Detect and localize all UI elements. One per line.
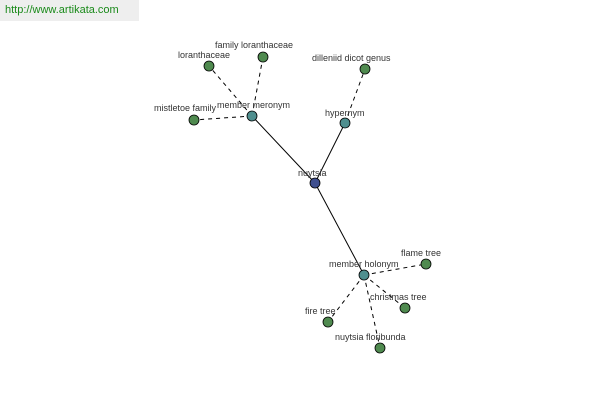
label-nuytsia: nuytsia bbox=[298, 168, 327, 178]
label-flame-tree: flame tree bbox=[401, 248, 441, 258]
edge-center-meronym bbox=[251, 115, 316, 184]
label-christmas-tree: christmas tree bbox=[370, 292, 427, 302]
node-dilleniid-dicot-genus[interactable] bbox=[359, 63, 371, 75]
node-christmas-tree[interactable] bbox=[399, 302, 411, 314]
node-flame-tree[interactable] bbox=[420, 258, 432, 270]
edge-holonym-fire-tree bbox=[327, 274, 365, 323]
edge-meronym-mistletoe-family bbox=[193, 115, 253, 121]
edge-meronym-family-loranthaceae bbox=[251, 56, 264, 117]
edge-meronym-loranthaceae bbox=[208, 65, 253, 117]
node-member-meronym[interactable] bbox=[246, 110, 258, 122]
node-nuytsia[interactable] bbox=[309, 177, 321, 189]
node-loranthaceae[interactable] bbox=[203, 60, 215, 72]
label-member-meronym: member meronym bbox=[217, 100, 290, 110]
label-dilleniid-dicot-genus: dilleniid dicot genus bbox=[312, 53, 391, 63]
node-mistletoe-family[interactable] bbox=[188, 114, 200, 126]
label-loranthaceae: loranthaceae bbox=[178, 50, 230, 60]
node-nuytsia-floribunda[interactable] bbox=[374, 342, 386, 354]
edge-holonym-flame-tree bbox=[363, 263, 427, 276]
label-family-loranthaceae: family loranthaceae bbox=[215, 40, 293, 50]
label-fire-tree: fire tree bbox=[305, 306, 336, 316]
edge-hypernym-dilleniid bbox=[344, 68, 366, 124]
label-member-holonym: member holonym bbox=[329, 259, 399, 269]
edge-center-holonym bbox=[314, 182, 365, 276]
label-hypernym: hypernym bbox=[325, 108, 365, 118]
edge-center-hypernym bbox=[314, 122, 346, 184]
source-url-link[interactable]: http://www.artikata.com bbox=[0, 0, 139, 21]
node-hypernym[interactable] bbox=[339, 117, 351, 129]
node-family-loranthaceae[interactable] bbox=[257, 51, 269, 63]
edge-holonym-christmas-tree bbox=[363, 274, 406, 309]
node-fire-tree[interactable] bbox=[322, 316, 334, 328]
label-nuytsia-floribunda: nuytsia floribunda bbox=[335, 332, 406, 342]
node-member-holonym[interactable] bbox=[358, 269, 370, 281]
label-mistletoe-family: mistletoe family bbox=[154, 103, 217, 113]
